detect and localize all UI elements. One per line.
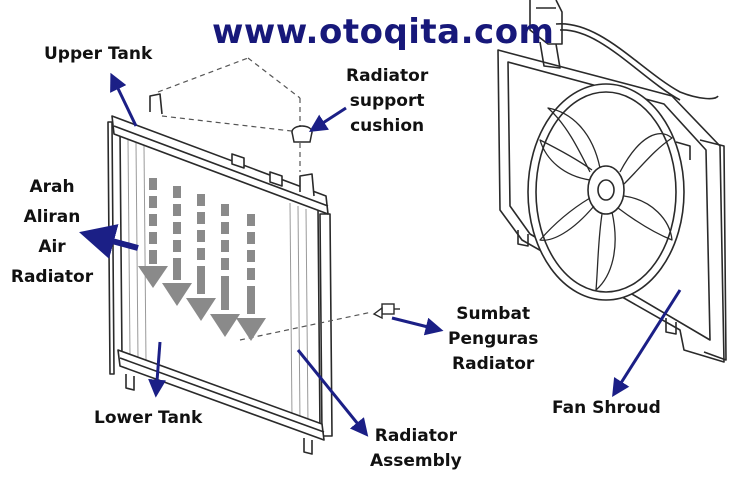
arrow-radiator-assembly — [296, 349, 369, 437]
arrow-support-cushion — [308, 106, 347, 132]
fan-hub — [587, 165, 625, 215]
fan-blades — [539, 107, 673, 291]
coolant-reservoir — [529, 0, 563, 45]
right-side-bracket — [319, 213, 333, 437]
arrow-drain-plug — [391, 316, 444, 336]
label-drain-plug: Sumbat Penguras Radiator — [448, 304, 539, 374]
fan-shroud-drawing — [497, 0, 727, 363]
drain-plug-part — [372, 303, 400, 320]
site-watermark: www.otoqita.com — [212, 12, 555, 52]
arrow-fan-shroud — [612, 289, 682, 398]
arrow-upper-tank — [110, 72, 138, 127]
overflow-hose — [555, 23, 719, 100]
label-upper-tank: Upper Tank — [44, 44, 153, 64]
coolant-flow-arrows — [138, 178, 266, 341]
arrow-flow-direction — [79, 224, 139, 259]
callout-arrows — [79, 72, 682, 437]
left-side-bracket — [107, 121, 115, 375]
support-cushion-part — [291, 125, 313, 143]
label-flow-direction: Arah Aliran Air Radiator — [10, 177, 94, 287]
arrow-lower-tank — [148, 341, 167, 398]
upper-mount-right — [299, 173, 315, 197]
label-radiator-assembly: Radiator Assembly — [370, 426, 462, 471]
upper-mount-left — [149, 93, 163, 115]
label-support-cushion: Radiator support cushion — [346, 66, 429, 136]
radiator-assembly-drawing — [107, 57, 373, 455]
label-lower-tank: Lower Tank — [94, 408, 203, 428]
label-fan-shroud: Fan Shroud — [552, 398, 661, 418]
